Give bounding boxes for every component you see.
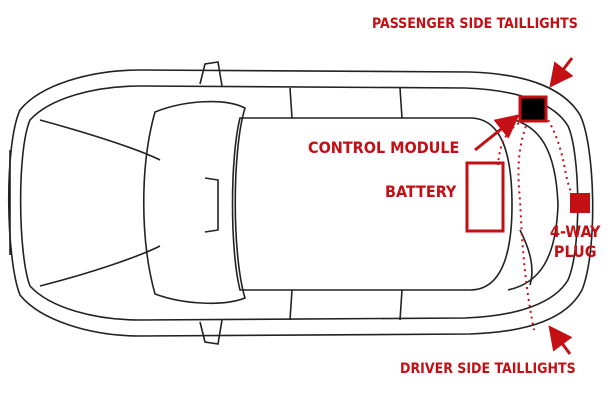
control-module-arrow [474, 114, 520, 152]
four-way-plug-label-line2: PLUG [553, 242, 597, 261]
driver-side-taillights-label: DRIVER SIDE TAILLIGHTS [400, 361, 576, 377]
four-way-plug-label: 4-WAY PLUG [550, 222, 600, 262]
battery-box [465, 161, 505, 233]
four-way-plug-box [570, 193, 590, 213]
side-mirrors [199, 61, 223, 345]
car-body [7, 69, 594, 337]
battery-label: BATTERY [385, 182, 457, 201]
four-way-plug-label-line1: 4-WAY [550, 222, 601, 241]
passenger-arrow [549, 57, 574, 88]
passenger-side-taillights-label: PASSENGER SIDE TAILLIGHTS [372, 16, 578, 32]
control-module-box [518, 95, 548, 123]
driver-arrow [548, 325, 573, 355]
control-module-label: CONTROL MODULE [308, 138, 460, 157]
